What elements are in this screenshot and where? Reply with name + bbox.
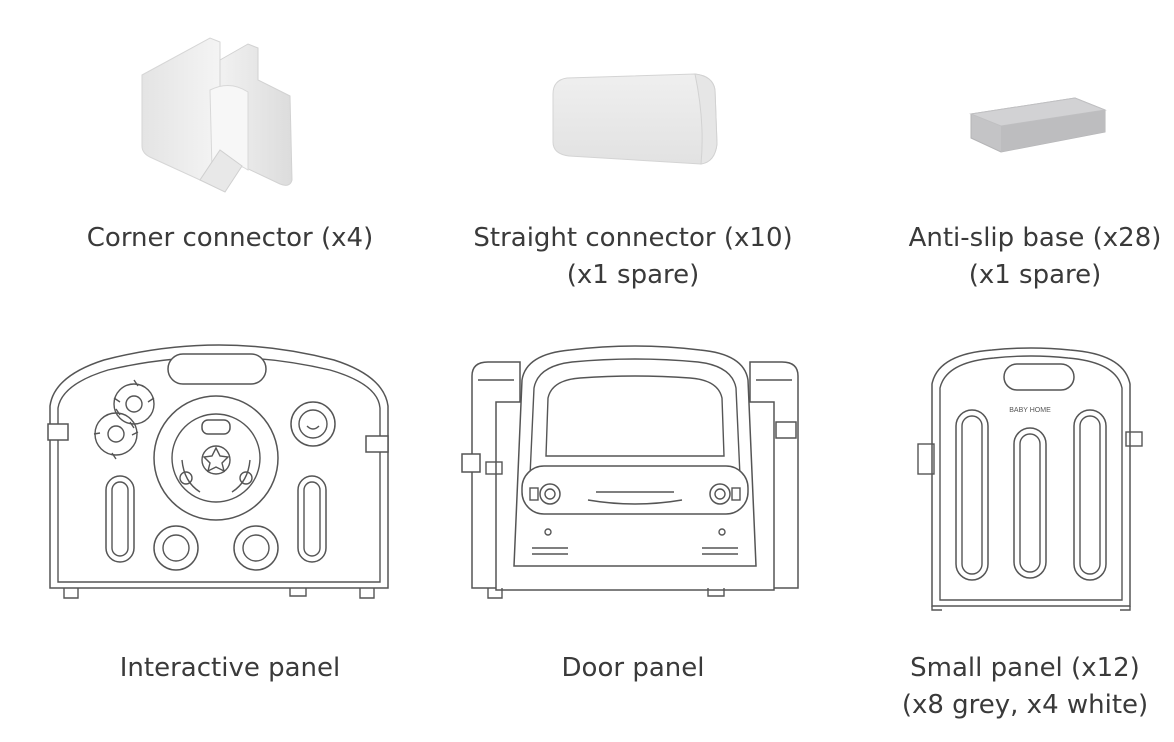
corner-connector-caption: Corner connector (x4) [60,220,400,257]
interactive-panel-image [44,336,394,606]
straight-connector-image [545,72,725,172]
anti-slip-base-caption: Anti-slip base (x28) (x1 spare) [890,220,1174,294]
small-panel-print: BABY HOME [1009,407,1051,414]
interactive-panel-caption: Interactive panel [60,650,400,687]
door-panel-label: Door panel [561,653,705,683]
interactive-panel-label: Interactive panel [119,653,341,683]
small-panel-image: BABY HOME [912,344,1150,614]
straight-connector-sublabel: (x1 spare) [566,260,700,290]
anti-slip-base-label: Anti-slip base (x28) [908,223,1162,253]
corner-connector-label: Corner connector (x4) [86,223,374,253]
small-panel-caption: Small panel (x12) (x8 grey, x4 white) [880,650,1170,724]
door-panel-caption: Door panel [463,650,803,687]
corner-connector-image [130,30,300,200]
anti-slip-base-sublabel: (x1 spare) [968,260,1102,290]
door-panel-image [460,336,810,606]
straight-connector-label: Straight connector (x10) [473,223,793,253]
straight-connector-caption: Straight connector (x10) (x1 spare) [453,220,813,294]
anti-slip-base-image [965,92,1115,162]
small-panel-label: Small panel (x12) [910,653,1140,683]
small-panel-sublabel: (x8 grey, x4 white) [901,690,1149,720]
